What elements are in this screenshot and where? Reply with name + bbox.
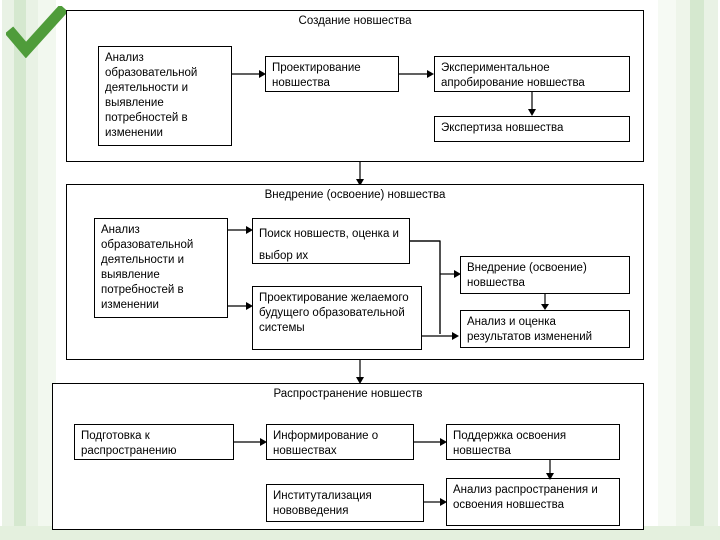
box-distribution-analysis: Анализ распространения и освоения новшес… <box>446 478 620 526</box>
left-green-band <box>0 0 56 540</box>
connector-creation-analysis-to-design <box>232 70 266 78</box>
box-distribution-support: Поддержка освоения новшества <box>446 424 620 460</box>
box-creation-expertise: Экспертиза новшества <box>434 116 630 142</box>
box-creation-design: Проектирование новшества <box>265 56 399 92</box>
connector-creation-to-implementation <box>356 162 364 186</box>
section-creation-title: Создание новшества <box>298 15 412 27</box>
box-distribution-institutionalization: Институтализация нововведения <box>266 484 424 522</box>
connector-distribution-institutionalization-to-analysis <box>424 498 447 506</box>
box-implementation-search: Поиск новшеств, оценка и выбор их <box>252 218 410 264</box>
box-implementation-design: Проектирование желаемого будущего образо… <box>252 286 422 350</box>
connector-implementation-design-to-results <box>422 332 459 340</box>
connector-creation-experiment-to-expertise <box>528 92 536 116</box>
connector-distribution-informing-to-support <box>414 438 447 446</box>
connector-implementation-analysis-to-search <box>228 226 253 234</box>
connector-implementation-analysis-to-design <box>228 302 253 310</box>
box-creation-experiment: Экспериментальное апробирование новшеств… <box>434 56 630 92</box>
box-distribution-informing: Информирование о новшествах <box>266 424 414 460</box>
connector-distribution-preparation-to-informing <box>234 438 267 446</box>
box-creation-analysis: Анализ образовательной деятельности и вы… <box>98 46 232 146</box>
box-distribution-preparation: Подготовка к распространению <box>74 424 234 460</box>
connector-creation-design-to-experiment <box>399 70 434 78</box>
right-green-band <box>658 0 720 540</box>
box-implementation-results: Анализ и оценка результатов изменений <box>460 310 630 348</box>
section-implementation-title: Внедрение (освоение) новшества <box>264 189 446 201</box>
box-implementation-adoption: Внедрение (освоение) новшества <box>460 256 630 294</box>
connector-implementation-to-distribution <box>356 360 364 384</box>
connector-implementation-search-to-adoption <box>410 240 461 334</box>
check-mark-icon <box>6 6 68 58</box>
connector-implementation-adoption-to-results <box>541 294 549 310</box>
section-distribution-title: Распространение новшеств <box>273 388 423 400</box>
box-implementation-analysis: Анализ образовательной деятельности и вы… <box>94 218 228 318</box>
connector-distribution-support-to-analysis <box>546 460 554 480</box>
